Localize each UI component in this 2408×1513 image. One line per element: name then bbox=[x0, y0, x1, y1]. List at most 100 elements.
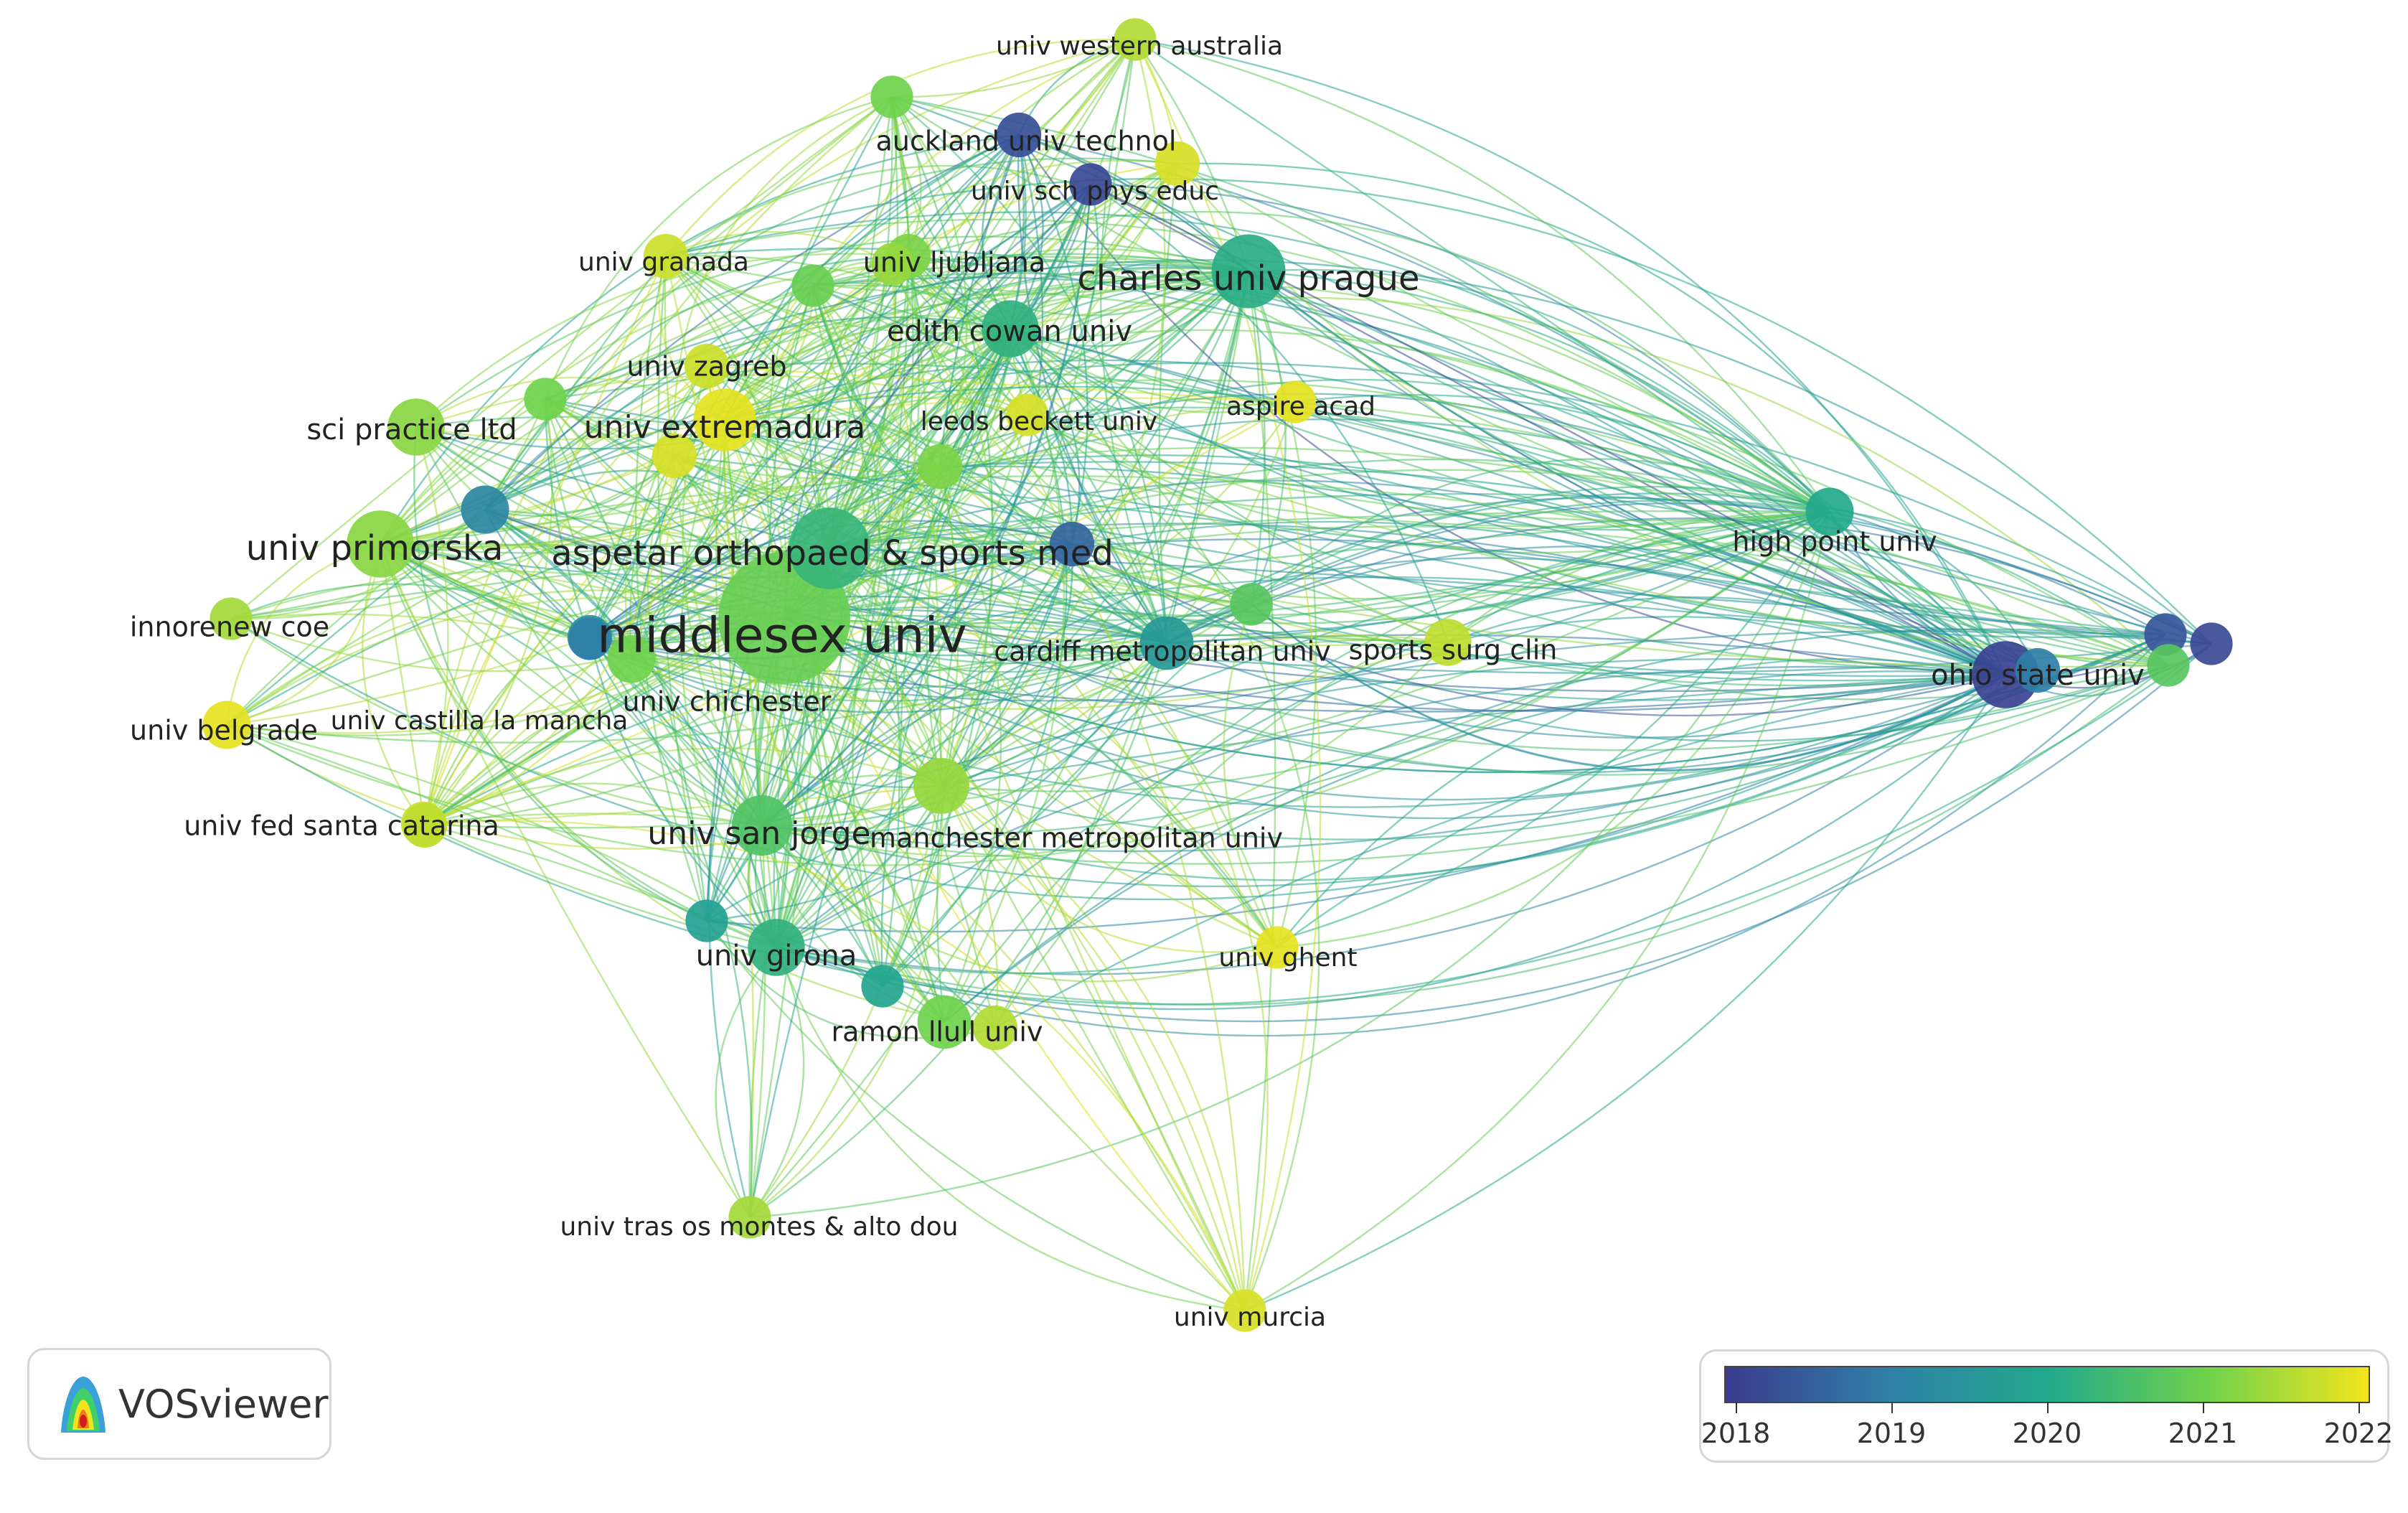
node-n3[interactable] bbox=[791, 264, 834, 307]
node-n14[interactable] bbox=[1154, 141, 1200, 187]
node-n18[interactable] bbox=[2190, 622, 2233, 665]
label-murcia[interactable]: univ murcia bbox=[1174, 1303, 1326, 1332]
label-western[interactable]: univ western australia bbox=[996, 32, 1283, 61]
node-n17[interactable] bbox=[2147, 644, 2190, 687]
link bbox=[941, 785, 1246, 1311]
node-n16[interactable] bbox=[2144, 613, 2187, 656]
link bbox=[1027, 413, 2038, 672]
label-ljubljana[interactable]: univ ljubljana bbox=[863, 247, 1045, 278]
node-zagreb[interactable] bbox=[684, 343, 730, 389]
label-sportssurg[interactable]: sports surg clin bbox=[1349, 634, 1558, 666]
node-leeds[interactable] bbox=[1006, 393, 1049, 436]
link bbox=[706, 920, 1246, 1312]
label-edith[interactable]: edith cowan univ bbox=[887, 315, 1132, 348]
link bbox=[761, 401, 1297, 827]
label-scipractice[interactable]: sci practice ltd bbox=[306, 413, 517, 446]
node-cardiff[interactable] bbox=[1139, 616, 1194, 670]
node-n8[interactable] bbox=[871, 243, 914, 286]
node-scipractice[interactable] bbox=[387, 398, 445, 456]
node-schphys[interactable] bbox=[1069, 163, 1112, 206]
link bbox=[226, 723, 707, 922]
label-girona[interactable]: univ girona bbox=[696, 940, 857, 973]
label-charles[interactable]: charles univ prague bbox=[1078, 258, 1420, 299]
node-n7[interactable] bbox=[1230, 583, 1273, 626]
label-chichester[interactable]: univ chichester bbox=[623, 686, 832, 718]
node-girona[interactable] bbox=[748, 919, 805, 976]
node-sportssurg[interactable] bbox=[1424, 619, 1472, 666]
label-sanjorge[interactable]: univ san jorge bbox=[647, 815, 870, 852]
label-leeds[interactable]: leeds beckett univ bbox=[921, 407, 1157, 436]
label-aspire[interactable]: aspire acad bbox=[1226, 392, 1375, 421]
link bbox=[941, 543, 1073, 787]
label-innorenew[interactable]: innorenew coe bbox=[130, 612, 329, 643]
node-ghent[interactable] bbox=[1256, 926, 1299, 969]
link bbox=[829, 547, 2169, 776]
node-innorenew[interactable] bbox=[210, 597, 253, 640]
node-edith[interactable] bbox=[982, 300, 1039, 357]
node-aspetar[interactable] bbox=[789, 507, 870, 589]
label-highpoint[interactable]: high point univ bbox=[1732, 526, 1937, 558]
label-granada[interactable]: univ granada bbox=[578, 248, 749, 277]
node-trasos[interactable] bbox=[728, 1196, 771, 1239]
link bbox=[1134, 38, 2007, 675]
label-ramonllull[interactable]: ramon llull univ bbox=[832, 1016, 1043, 1048]
node-ramonllull[interactable] bbox=[917, 995, 972, 1049]
node-highpoint[interactable] bbox=[1805, 487, 1854, 536]
node-auckland[interactable] bbox=[996, 112, 1042, 158]
node-extremadura[interactable] bbox=[693, 388, 756, 451]
link bbox=[1071, 543, 2169, 742]
label-aspetar[interactable]: aspetar orthopaed & sports med bbox=[551, 533, 1114, 573]
node-n15[interactable] bbox=[1049, 521, 1095, 567]
node-n13[interactable] bbox=[402, 802, 448, 848]
node-n5[interactable] bbox=[652, 433, 697, 479]
label-fedsanta[interactable]: univ fed santa catarina bbox=[184, 810, 499, 842]
link bbox=[939, 134, 1020, 467]
label-primorska[interactable]: univ primorska bbox=[246, 528, 504, 568]
link bbox=[994, 510, 1830, 1029]
node-manchester[interactable] bbox=[913, 758, 969, 814]
label-cardiff[interactable]: cardiff metropolitan univ bbox=[994, 636, 1330, 668]
link bbox=[908, 256, 2166, 639]
node-n11[interactable] bbox=[870, 75, 913, 118]
node-n2[interactable] bbox=[568, 617, 611, 660]
node-murcia[interactable] bbox=[1223, 1289, 1266, 1332]
link bbox=[749, 785, 943, 1218]
link bbox=[544, 398, 591, 638]
link bbox=[784, 510, 1830, 619]
link bbox=[380, 543, 1246, 1311]
label-middlesex[interactable]: middlesex univ bbox=[597, 608, 967, 665]
link bbox=[1010, 271, 1249, 347]
label-belgrade[interactable]: univ belgrade bbox=[130, 715, 318, 746]
node-n9[interactable] bbox=[972, 1005, 1018, 1051]
node-charles[interactable] bbox=[1211, 234, 1286, 309]
node-aspire[interactable] bbox=[1274, 380, 1317, 423]
node-n4[interactable] bbox=[524, 378, 567, 421]
node-western[interactable] bbox=[1114, 18, 1157, 61]
link bbox=[891, 95, 2006, 675]
label-castilla[interactable]: univ castilla la mancha bbox=[331, 706, 629, 736]
node-granada[interactable] bbox=[643, 233, 689, 279]
node-n19[interactable] bbox=[2015, 647, 2061, 693]
node-belgrade[interactable] bbox=[202, 701, 251, 749]
node-n12[interactable] bbox=[685, 899, 728, 942]
label-zagreb[interactable]: univ zagreb bbox=[627, 351, 787, 383]
node-n6[interactable] bbox=[917, 444, 963, 490]
link bbox=[230, 398, 547, 620]
label-ohio[interactable]: ohio state univ bbox=[1931, 659, 2145, 692]
label-auckland[interactable]: auckland univ technol bbox=[876, 126, 1177, 157]
node-primorska[interactable] bbox=[347, 510, 414, 578]
link bbox=[891, 263, 1278, 949]
link bbox=[784, 617, 2006, 820]
node-n10[interactable] bbox=[861, 965, 904, 1008]
label-ghent[interactable]: univ ghent bbox=[1218, 943, 1357, 973]
link bbox=[664, 256, 763, 826]
label-trasos[interactable]: univ tras os montes & alto dou bbox=[560, 1212, 958, 1242]
label-schphys[interactable]: univ sch phys educ bbox=[971, 177, 1219, 206]
label-extremadura[interactable]: univ extremadura bbox=[584, 409, 866, 446]
node-sanjorge[interactable] bbox=[731, 795, 793, 856]
node-n1[interactable] bbox=[461, 485, 509, 534]
links-layer bbox=[225, 38, 2212, 1312]
node-chichester[interactable] bbox=[607, 634, 656, 683]
label-manchester[interactable]: manchester metropolitan univ bbox=[870, 823, 1283, 854]
